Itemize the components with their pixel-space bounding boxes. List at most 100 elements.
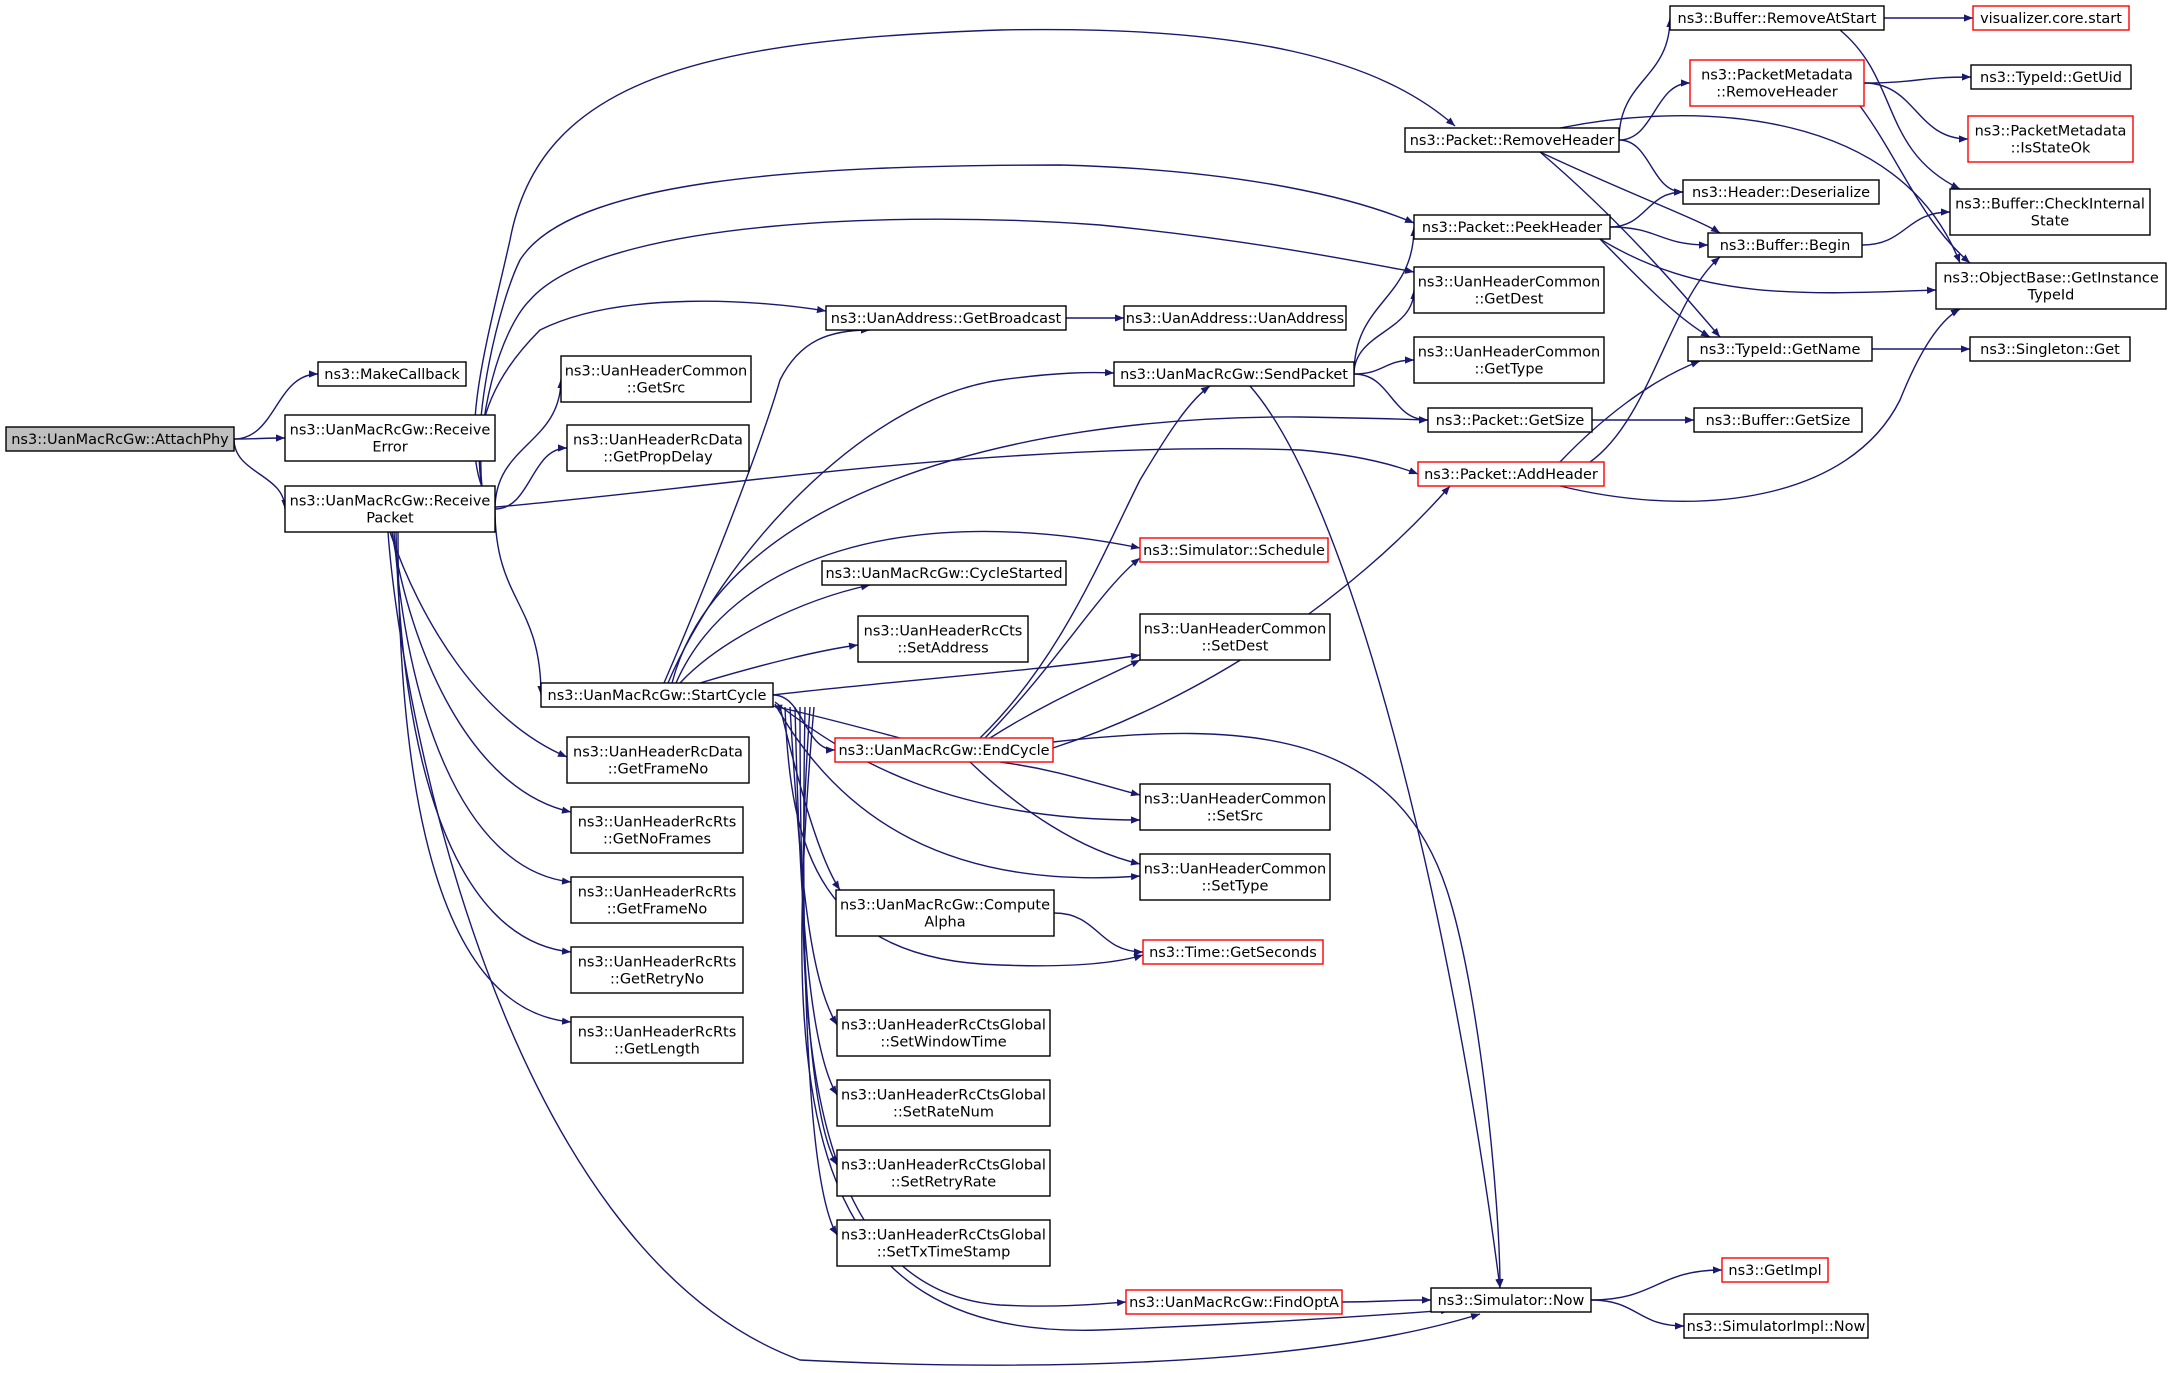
- node-box: [1682, 179, 1880, 205]
- node-label-line: ::SetDest: [1202, 639, 1269, 655]
- edge-line: [1353, 373, 1429, 424]
- node-hc_getdest[interactable]: ns3::UanHeaderCommon::GetDest: [1413, 266, 1605, 314]
- node-rccts_setaddress[interactable]: ns3::UanHeaderRcCts::SetAddress: [857, 615, 1029, 663]
- node-box: [1430, 1287, 1592, 1313]
- node-uanaddress[interactable]: ns3::UanAddress::UanAddress: [1123, 305, 1347, 331]
- edge-receivepacket-to-hc_getsrc: [494, 378, 565, 510]
- node-rcdata_getpropdelay[interactable]: ns3::UanHeaderRcData::GetPropDelay: [566, 424, 750, 472]
- edge-startcycle-to-computealpha: [779, 706, 841, 891]
- node-pm_removeheader[interactable]: ns3::PacketMetadata::RemoveHeader: [1689, 59, 1865, 107]
- node-label-line: ns3::UanAddress::UanAddress: [1126, 311, 1344, 327]
- node-buf_begin[interactable]: ns3::Buffer::Begin: [1707, 232, 1863, 258]
- node-box: [570, 806, 744, 854]
- node-rcrts_getnoframes[interactable]: ns3::UanHeaderRcRts::GetNoFrames: [570, 806, 744, 854]
- node-peekheader[interactable]: ns3::Packet::PeekHeader: [1413, 214, 1611, 240]
- node-getimpl[interactable]: ns3::GetImpl: [1721, 1257, 1829, 1283]
- node-buf_getsize[interactable]: ns3::Buffer::GetSize: [1693, 407, 1863, 433]
- node-removeheader[interactable]: ns3::Packet::RemoveHeader: [1404, 127, 1620, 153]
- edge-line: [1539, 151, 1721, 338]
- node-g_settxtimestamp[interactable]: ns3::UanHeaderRcCtsGlobal::SetTxTimeStam…: [836, 1219, 1051, 1267]
- edge-pm_removeheader-to-objbase_getinstance: [1859, 105, 1971, 264]
- node-hc_gettype[interactable]: ns3::UanHeaderCommon::GetType: [1413, 336, 1605, 384]
- edge-line: [772, 652, 1141, 696]
- node-box: [857, 615, 1029, 663]
- node-label-line: ns3::Buffer::RemoveAtStart: [1678, 11, 1877, 27]
- edge-receivepacket-to-rcrts_getretryno: [395, 531, 572, 955]
- node-label-line: ns3::Packet::RemoveHeader: [1410, 133, 1615, 149]
- node-box: [1139, 613, 1331, 661]
- node-hc_settype[interactable]: ns3::UanHeaderCommon::SetType: [1139, 853, 1331, 901]
- edge-endcycle-to-hc_setsrc: [999, 761, 1141, 797]
- edge-line: [675, 530, 1141, 684]
- node-sendpacket[interactable]: ns3::UanMacRcGw::SendPacket: [1113, 361, 1355, 387]
- node-viscorestart[interactable]: visualizer.core.start: [1972, 5, 2130, 31]
- node-typeid_getname[interactable]: ns3::TypeId::GetName: [1687, 336, 1873, 362]
- node-box: [836, 1149, 1051, 1197]
- node-simimplnow[interactable]: ns3::SimulatorImpl::Now: [1683, 1313, 1869, 1339]
- node-label-line: ns3::Packet::PeekHeader: [1422, 220, 1602, 236]
- edge-line: [494, 508, 545, 696]
- node-endcycle[interactable]: ns3::UanMacRcGw::EndCycle: [834, 737, 1054, 763]
- edge-line: [1590, 1266, 1723, 1301]
- node-makecallback[interactable]: ns3::MakeCallback: [317, 361, 467, 387]
- node-cyclestarted[interactable]: ns3::UanMacRcGw::CycleStarted: [821, 560, 1067, 586]
- node-label-line: ::GetDest: [1475, 292, 1544, 308]
- node-singleton_get[interactable]: ns3::Singleton::Get: [1969, 336, 2131, 362]
- edge-startcycle-to-g_setwindowtime: [789, 706, 838, 1026]
- node-typeid_getuid[interactable]: ns3::TypeId::GetUid: [1970, 64, 2132, 90]
- node-label-line: ns3::TypeId::GetName: [1700, 342, 1861, 358]
- edge-peekheader-to-typeid_getname: [1599, 238, 1711, 338]
- node-box: [570, 876, 744, 924]
- node-packetgetsize[interactable]: ns3::Packet::GetSize: [1427, 407, 1593, 433]
- edge-attachphy-to-receiveerror: [233, 434, 286, 442]
- node-buf_removeatstart[interactable]: ns3::Buffer::RemoveAtStart: [1669, 5, 1885, 31]
- node-box: [1139, 853, 1331, 901]
- edge-findopta-to-simnow: [1341, 1296, 1432, 1304]
- node-startcycle[interactable]: ns3::UanMacRcGw::StartCycle: [540, 682, 774, 708]
- node-attachphy[interactable]: ns3::UanMacRcGw::AttachPhy: [5, 426, 235, 452]
- node-addheader[interactable]: ns3::Packet::AddHeader: [1417, 461, 1605, 487]
- node-box: [566, 424, 750, 472]
- node-rcrts_getlength[interactable]: ns3::UanHeaderRcRts::GetLength: [570, 1016, 744, 1064]
- node-rcdata_getframeno[interactable]: ns3::UanHeaderRcData::GetFrameNo: [566, 736, 750, 784]
- edge-line: [772, 694, 836, 754]
- node-g_setretryrate[interactable]: ns3::UanHeaderRcCtsGlobal::SetRetryRate: [836, 1149, 1051, 1197]
- node-label-line: ns3::UanHeaderRcCts: [864, 624, 1023, 640]
- edge-startcycle-to-findopta: [802, 706, 1127, 1307]
- edge-line: [984, 557, 1141, 739]
- node-label-line: ns3::UanHeaderCommon: [565, 364, 748, 380]
- node-simschedule[interactable]: ns3::Simulator::Schedule: [1139, 537, 1329, 563]
- node-g_setratenum[interactable]: ns3::UanHeaderRcCtsGlobal::SetRateNum: [836, 1079, 1051, 1127]
- node-findopta[interactable]: ns3::UanMacRcGw::FindOptA: [1125, 1289, 1343, 1315]
- edge-receivepacket-to-rcrts_getnoframes: [391, 531, 572, 814]
- edge-line: [395, 531, 572, 955]
- edge-startcycle-to-hc_settype: [774, 703, 1141, 881]
- edge-attachphy-to-makecallback: [233, 370, 319, 440]
- node-g_setwindowtime[interactable]: ns3::UanHeaderRcCtsGlobal::SetWindowTime: [836, 1009, 1051, 1057]
- node-simnow[interactable]: ns3::Simulator::Now: [1430, 1287, 1592, 1313]
- edge-buf_begin-to-buf_checkinternal: [1861, 208, 1951, 246]
- node-label-line: ::SetType: [1202, 879, 1269, 895]
- node-label-line: ns3::UanHeaderRcRts: [578, 815, 737, 831]
- edge-receivepacket-to-rcrts_getlength: [397, 531, 572, 1025]
- node-hdr_deserialize[interactable]: ns3::Header::Deserialize: [1682, 179, 1880, 205]
- node-rcrts_getframeno[interactable]: ns3::UanHeaderRcRts::GetFrameNo: [570, 876, 744, 924]
- node-box: [284, 485, 496, 533]
- node-label-line: ns3::UanHeaderCommon: [1418, 345, 1601, 361]
- node-hc_getsrc[interactable]: ns3::UanHeaderCommon::GetSrc: [560, 355, 752, 403]
- edge-line: [779, 706, 841, 891]
- node-box: [835, 889, 1055, 937]
- edge-line: [1839, 29, 1961, 190]
- edge-line: [679, 583, 871, 684]
- node-timegetseconds[interactable]: ns3::Time::GetSeconds: [1142, 939, 1324, 965]
- node-rcrts_getretryno[interactable]: ns3::UanHeaderRcRts::GetRetryNo: [570, 946, 744, 994]
- node-pm_isstateok[interactable]: ns3::PacketMetadata::IsStateOk: [1967, 115, 2134, 163]
- node-getbroadcast[interactable]: ns3::UanAddress::GetBroadcast: [825, 305, 1067, 331]
- node-hc_setsrc[interactable]: ns3::UanHeaderCommon::SetSrc: [1139, 783, 1331, 831]
- node-hc_setdest[interactable]: ns3::UanHeaderCommon::SetDest: [1139, 613, 1331, 661]
